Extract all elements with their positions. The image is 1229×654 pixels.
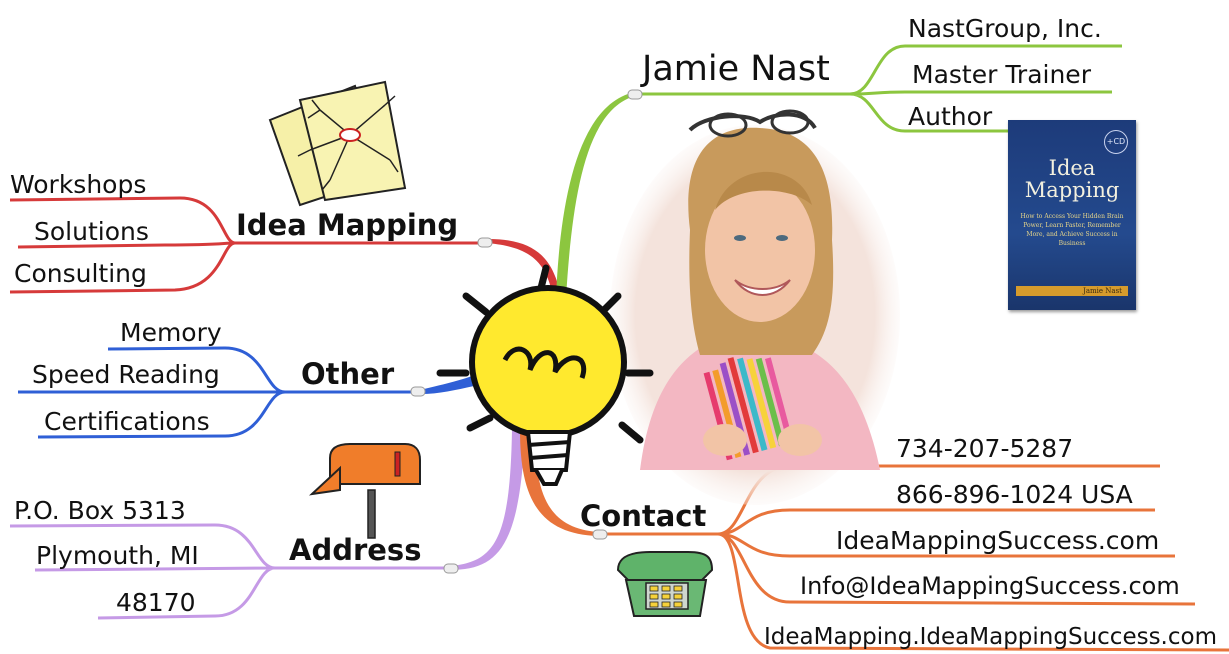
contact-trunk	[520, 430, 598, 536]
leaf-subdomain[interactable]: IdeaMapping.IdeaMappingSuccess.com	[764, 624, 1217, 650]
mind-map-sketch-icon	[268, 80, 407, 207]
leaf-zip[interactable]: 48170	[116, 588, 196, 617]
branch-label-jamie-nast[interactable]: Jamie Nast	[642, 49, 830, 89]
leaf-phone-2[interactable]: 866-896-1024 USA	[896, 480, 1133, 509]
leaf-workshops[interactable]: Workshops	[10, 170, 147, 199]
contact-node-handle[interactable]	[592, 529, 608, 540]
idea-mapping-trunk	[485, 238, 560, 292]
branch-label-other[interactable]: Other	[301, 357, 395, 391]
jamie-fork	[849, 44, 1122, 133]
telephone-icon	[616, 551, 714, 617]
address-node-handle[interactable]	[443, 563, 459, 574]
leaf-po-box[interactable]: P.O. Box 5313	[14, 496, 186, 525]
leaf-consulting[interactable]: Consulting	[14, 259, 147, 288]
branch-label-idea-mapping[interactable]: Idea Mapping	[236, 208, 459, 242]
book-title-line2: Mapping	[1024, 178, 1120, 202]
book-title-line1: Idea	[1048, 156, 1096, 180]
idea-mapping-node-handle[interactable]	[477, 237, 493, 248]
leaf-certifications[interactable]: Certifications	[44, 407, 210, 436]
book-author: Jamie Nast	[1016, 286, 1128, 296]
leaf-solutions[interactable]: Solutions	[34, 217, 149, 246]
other-node-handle[interactable]	[410, 386, 426, 397]
idea-mapping-fork	[9, 196, 236, 294]
branch-label-contact[interactable]: Contact	[580, 499, 707, 533]
other-fork	[18, 346, 286, 439]
address-trunk	[450, 430, 525, 570]
mailbox-icon	[308, 443, 421, 539]
jamie-node-handle[interactable]	[627, 89, 643, 100]
leaf-city[interactable]: Plymouth, MI	[36, 541, 199, 570]
branch-label-address[interactable]: Address	[289, 533, 422, 567]
leaf-memory[interactable]: Memory	[120, 318, 222, 347]
lightbulb-icon	[436, 264, 654, 486]
leaf-author[interactable]: Author	[908, 102, 993, 131]
portrait-photo	[610, 109, 900, 505]
leaf-speed-reading[interactable]: Speed Reading	[32, 360, 220, 389]
cd-badge: +CD	[1104, 130, 1128, 154]
other-trunk	[420, 376, 474, 394]
leaf-phone-1[interactable]: 734-207-5287	[896, 434, 1074, 463]
book-subtitle: How to Access Your Hidden Brain Power, L…	[1020, 213, 1124, 247]
leaf-website[interactable]: IdeaMappingSuccess.com	[836, 526, 1160, 555]
leaf-nastgroup[interactable]: NastGroup, Inc.	[908, 14, 1102, 43]
leaf-master-trainer[interactable]: Master Trainer	[912, 60, 1091, 89]
book-cover: +CD Idea Mapping How to Access Your Hidd…	[1008, 120, 1136, 310]
jamie-trunk	[556, 92, 635, 298]
leaf-email[interactable]: Info@IdeaMappingSuccess.com	[800, 572, 1180, 600]
address-fork	[9, 523, 276, 620]
